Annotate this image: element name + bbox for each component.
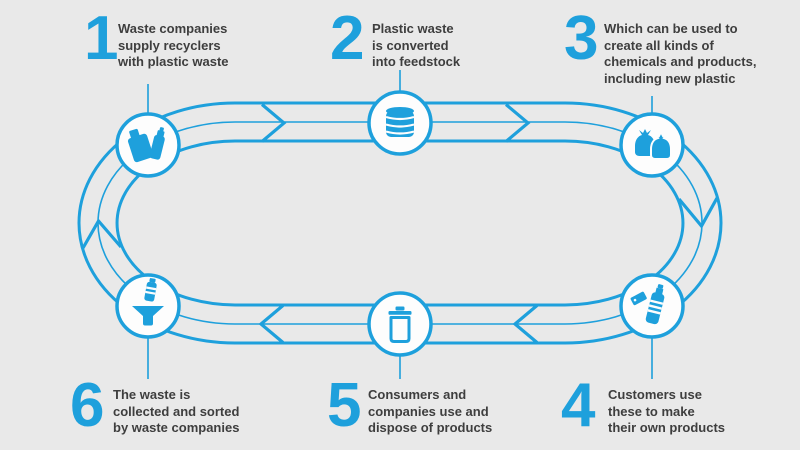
- step-6-label: The waste is collected and sorted by was…: [113, 387, 240, 435]
- step-3-number: 3: [564, 4, 599, 73]
- flow-arrow-left-icon: [81, 218, 123, 249]
- flow-arrow-right-icon: [677, 197, 719, 229]
- step-5-number: 5: [327, 371, 362, 440]
- bottle-funnel-icon: [132, 278, 164, 326]
- track-outer-line: [77, 101, 723, 345]
- step-4-label: Customers use these to make their own pr…: [608, 387, 725, 435]
- waste-bin-icon: [388, 306, 412, 343]
- flow-arrows: [81, 103, 719, 344]
- flow-arrow-top-right-icon: [504, 103, 531, 143]
- track-inner-line: [115, 139, 685, 307]
- plastic-containers-icon: [127, 127, 165, 163]
- track-middle-line: [97, 121, 703, 325]
- step-4-number: 4: [561, 371, 596, 440]
- product-bags-icon: [635, 129, 672, 160]
- feedstock-drum-icon: [385, 107, 415, 137]
- step-1-number: 1: [84, 4, 119, 73]
- step-2-number: 2: [330, 4, 365, 73]
- flow-arrow-bottom-left-icon: [258, 304, 285, 344]
- recycling-loop-track: [77, 101, 723, 345]
- step-6-number: 6: [70, 371, 105, 440]
- step-2-label: Plastic waste is converted into feedstoc…: [372, 21, 461, 69]
- flow-arrow-bottom-right-icon: [512, 304, 539, 344]
- flow-arrow-top-left-icon: [260, 103, 287, 143]
- bottle-price-tag-icon: [630, 284, 665, 325]
- step-5-label: Consumers and companies use and dispose …: [368, 387, 493, 435]
- step-3-label: Which can be used to create all kinds of…: [604, 21, 757, 86]
- connector-lines: [147, 70, 653, 379]
- step-5-node: [367, 291, 433, 357]
- step-1-label: Waste companies supply recyclers with pl…: [118, 21, 229, 69]
